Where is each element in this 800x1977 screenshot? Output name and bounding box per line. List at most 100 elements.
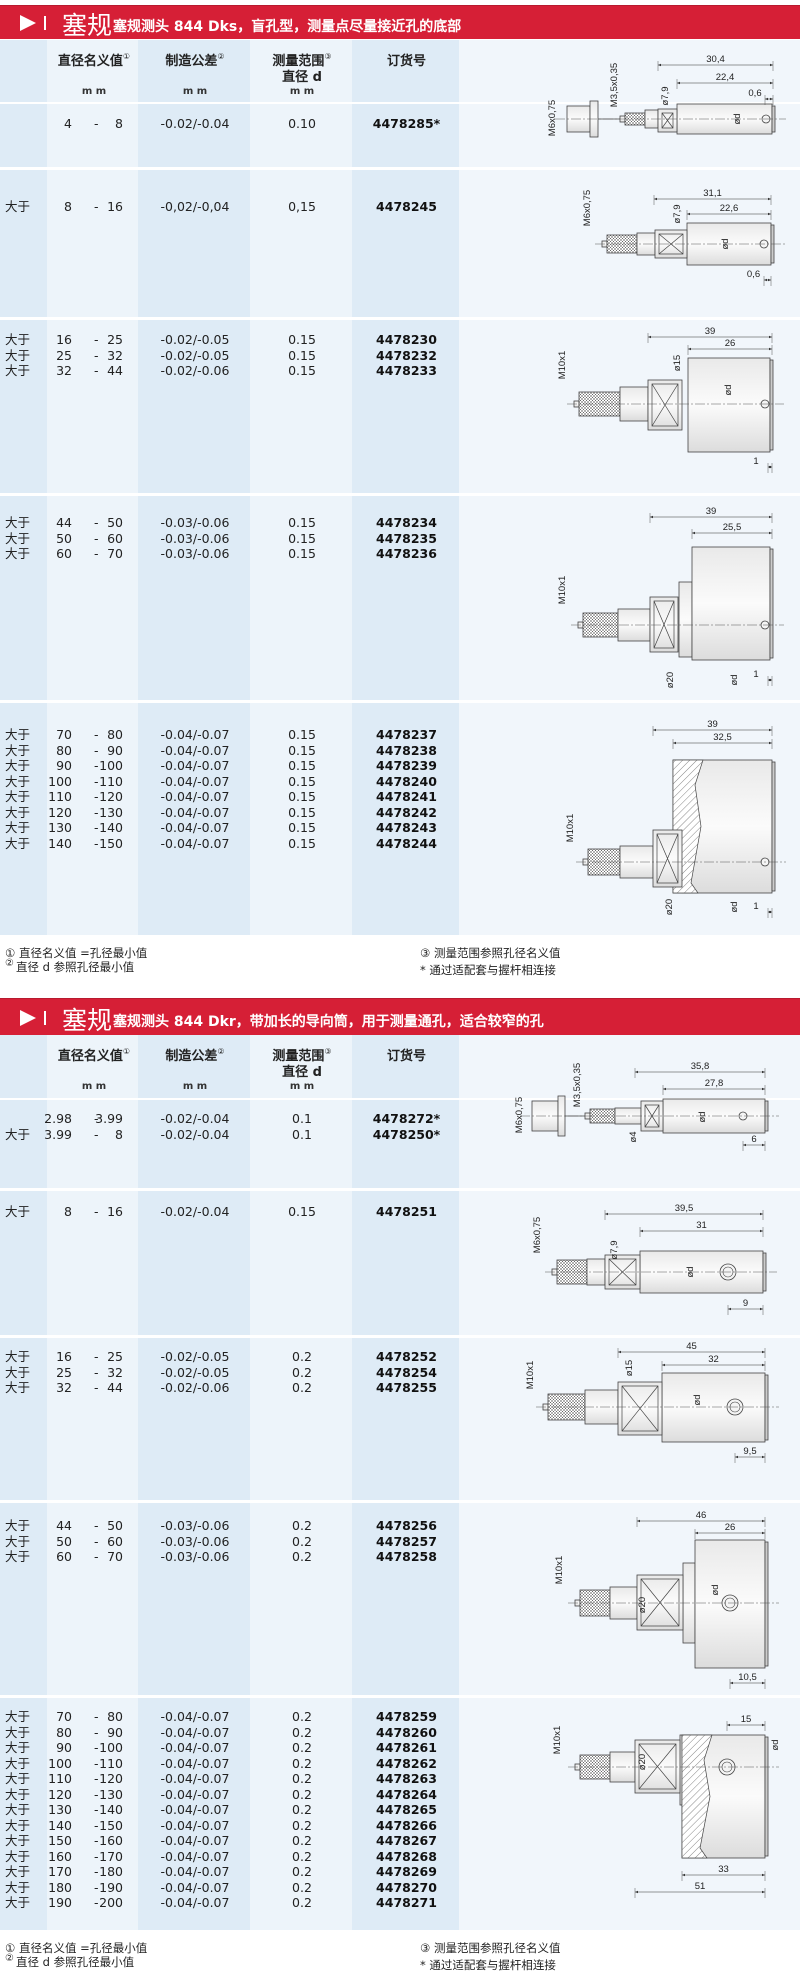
order-number[interactable]: 4478252 xyxy=(376,1349,437,1364)
dimension-label-vertical: ø20 xyxy=(637,1597,648,1613)
column-bg xyxy=(0,320,47,493)
order-number[interactable]: 4478238 xyxy=(376,742,437,758)
unit-label: m m xyxy=(289,86,315,97)
header-nominal: 直径名义值① xyxy=(48,50,140,69)
order-number[interactable]: 4478241 xyxy=(376,789,437,804)
column-bg xyxy=(250,1191,352,1335)
order-number[interactable]: 4478267 xyxy=(376,1833,437,1848)
dimension-label: 0,6 xyxy=(748,88,761,99)
dimension-label: 39 xyxy=(707,719,718,730)
order-number[interactable]: 4478264 xyxy=(376,1786,437,1802)
order-number[interactable]: 4478242 xyxy=(376,804,437,820)
order-number[interactable]: 4478232 xyxy=(376,347,437,363)
size-prefix: 大于 xyxy=(5,1895,31,1910)
order-number[interactable]: 4478268 xyxy=(376,1848,437,1864)
order-number[interactable]: 4478270 xyxy=(376,1879,437,1895)
range-to: 32 xyxy=(107,347,123,363)
order-number[interactable]: 4478272* xyxy=(372,1111,441,1126)
order-number[interactable]: 4478235 xyxy=(376,530,437,546)
order-number[interactable]: 4478260 xyxy=(376,1724,437,1740)
dimension-label-vertical: M10x1 xyxy=(565,814,576,843)
order-number[interactable]: 4478259 xyxy=(376,1709,437,1724)
column-bg xyxy=(138,1503,250,1695)
order-number[interactable]: 4478244 xyxy=(376,835,437,851)
range-separator: - xyxy=(94,773,99,789)
order-number[interactable]: 4478261 xyxy=(376,1740,437,1755)
order-number[interactable]: 4478285* xyxy=(372,116,441,131)
range-separator: - xyxy=(94,1111,99,1126)
order-number[interactable]: 4478243 xyxy=(376,820,437,835)
order-number[interactable]: 4478250* xyxy=(372,1126,441,1142)
order-number[interactable]: 4478257 xyxy=(376,1533,437,1549)
order-number[interactable]: 4478233 xyxy=(376,363,437,378)
order-number[interactable]: 4478269 xyxy=(376,1864,437,1879)
order-number[interactable]: 4478258 xyxy=(376,1549,437,1564)
unit-label: m m xyxy=(81,86,107,97)
order-number[interactable]: 4478271 xyxy=(376,1895,437,1910)
tolerance: -0.04/-0.07 xyxy=(160,820,230,835)
order-number[interactable]: 4478237 xyxy=(376,727,437,742)
dimension-label: 1 xyxy=(753,669,758,680)
order-number[interactable]: 4478256 xyxy=(376,1518,437,1533)
footnote-4: * 通过适配套与握杆相连接 xyxy=(420,963,556,977)
order-number[interactable]: 4478265 xyxy=(376,1802,437,1817)
measuring-range: 0.15 xyxy=(288,347,316,363)
order-number[interactable]: 4478239 xyxy=(376,758,437,773)
order-number[interactable]: 4478262 xyxy=(376,1755,437,1771)
order-number[interactable]: 4478240 xyxy=(376,773,437,789)
range-to: 50 xyxy=(107,1518,123,1533)
order-number[interactable]: 4478266 xyxy=(376,1817,437,1833)
order-number[interactable]: 4478230 xyxy=(376,332,437,347)
range-from: 80 xyxy=(56,1724,72,1740)
section-title: 塞规 xyxy=(62,1005,113,1035)
order-number[interactable]: 4478245 xyxy=(376,199,437,214)
order-number[interactable]: 4478255 xyxy=(376,1380,437,1395)
order-number[interactable]: 4478263 xyxy=(376,1771,437,1786)
unit-label: m m xyxy=(182,1081,208,1092)
order-number[interactable]: 4478236 xyxy=(376,546,437,561)
dimension-label: 51 xyxy=(695,1881,706,1892)
order-number[interactable]: 4478234 xyxy=(376,515,437,530)
dimension-label: 6 xyxy=(751,1134,756,1145)
order-number[interactable]: 4478251 xyxy=(376,1204,437,1219)
order-number[interactable]: 4478254 xyxy=(376,1364,437,1380)
